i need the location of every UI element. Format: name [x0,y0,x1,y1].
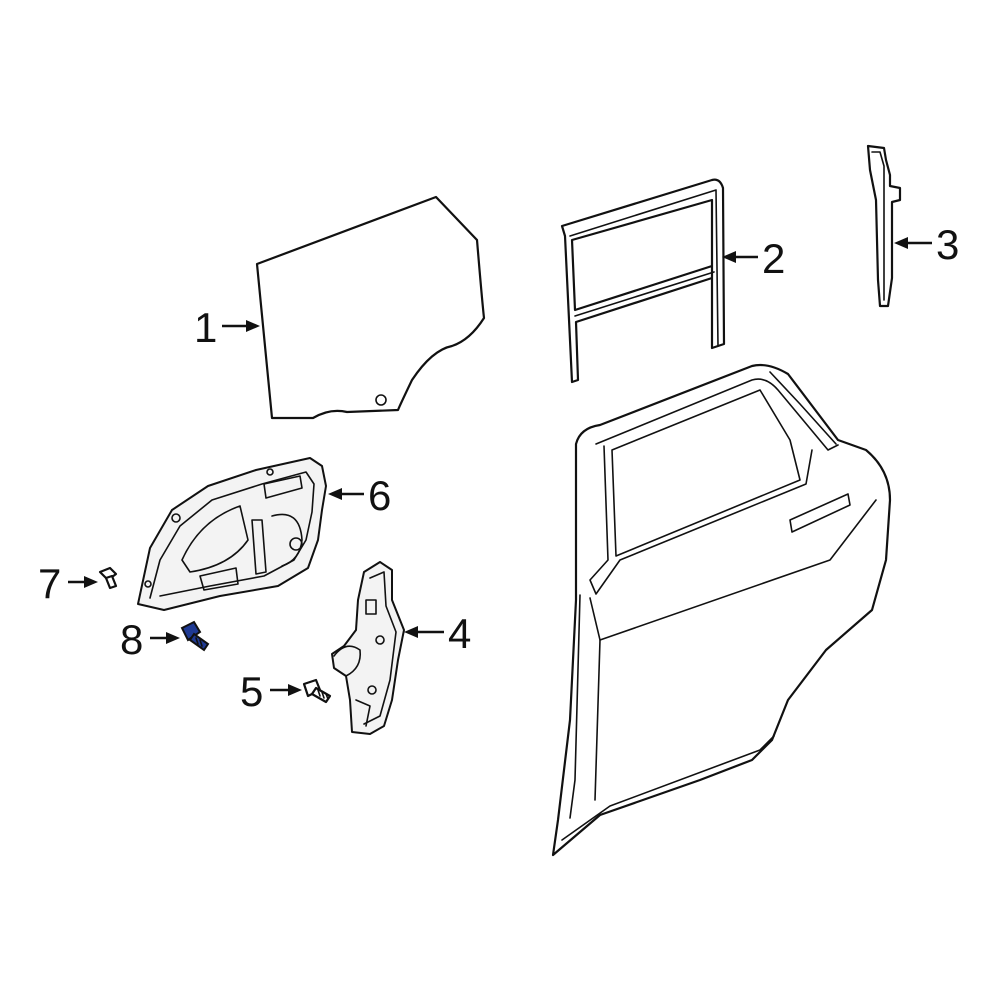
callout-arrow-1 [222,320,260,332]
door-glass-part[interactable] [255,195,486,420]
callout-arrow-2 [722,251,758,263]
callout-arrow-5 [270,684,302,696]
callout-number-4: 4 [448,610,471,657]
callout-number-2: 2 [762,235,785,282]
callout-arrow-3 [894,237,932,249]
module-panel-part[interactable] [137,457,327,611]
callout-number-8: 8 [120,616,143,663]
callout-number-5: 5 [240,668,263,715]
callout-number-7: 7 [38,560,61,607]
callout-arrow-4 [404,626,444,638]
guide-channel-part[interactable] [866,144,902,308]
callout-number-1: 1 [194,304,217,351]
callout-arrow-8 [150,632,180,644]
callout-arrow-7 [68,576,98,588]
regulator-bolt-part[interactable] [302,678,332,704]
panel-bolt-highlighted-part[interactable] [180,620,210,652]
callout-arrow-6 [328,488,364,500]
callout-number-6: 6 [368,472,391,519]
regulator-part[interactable] [331,561,405,735]
callout-number-3: 3 [936,221,959,268]
run-channel-part[interactable] [560,178,726,384]
panel-bolt-small-part[interactable] [98,566,118,590]
door-shell [551,363,892,857]
